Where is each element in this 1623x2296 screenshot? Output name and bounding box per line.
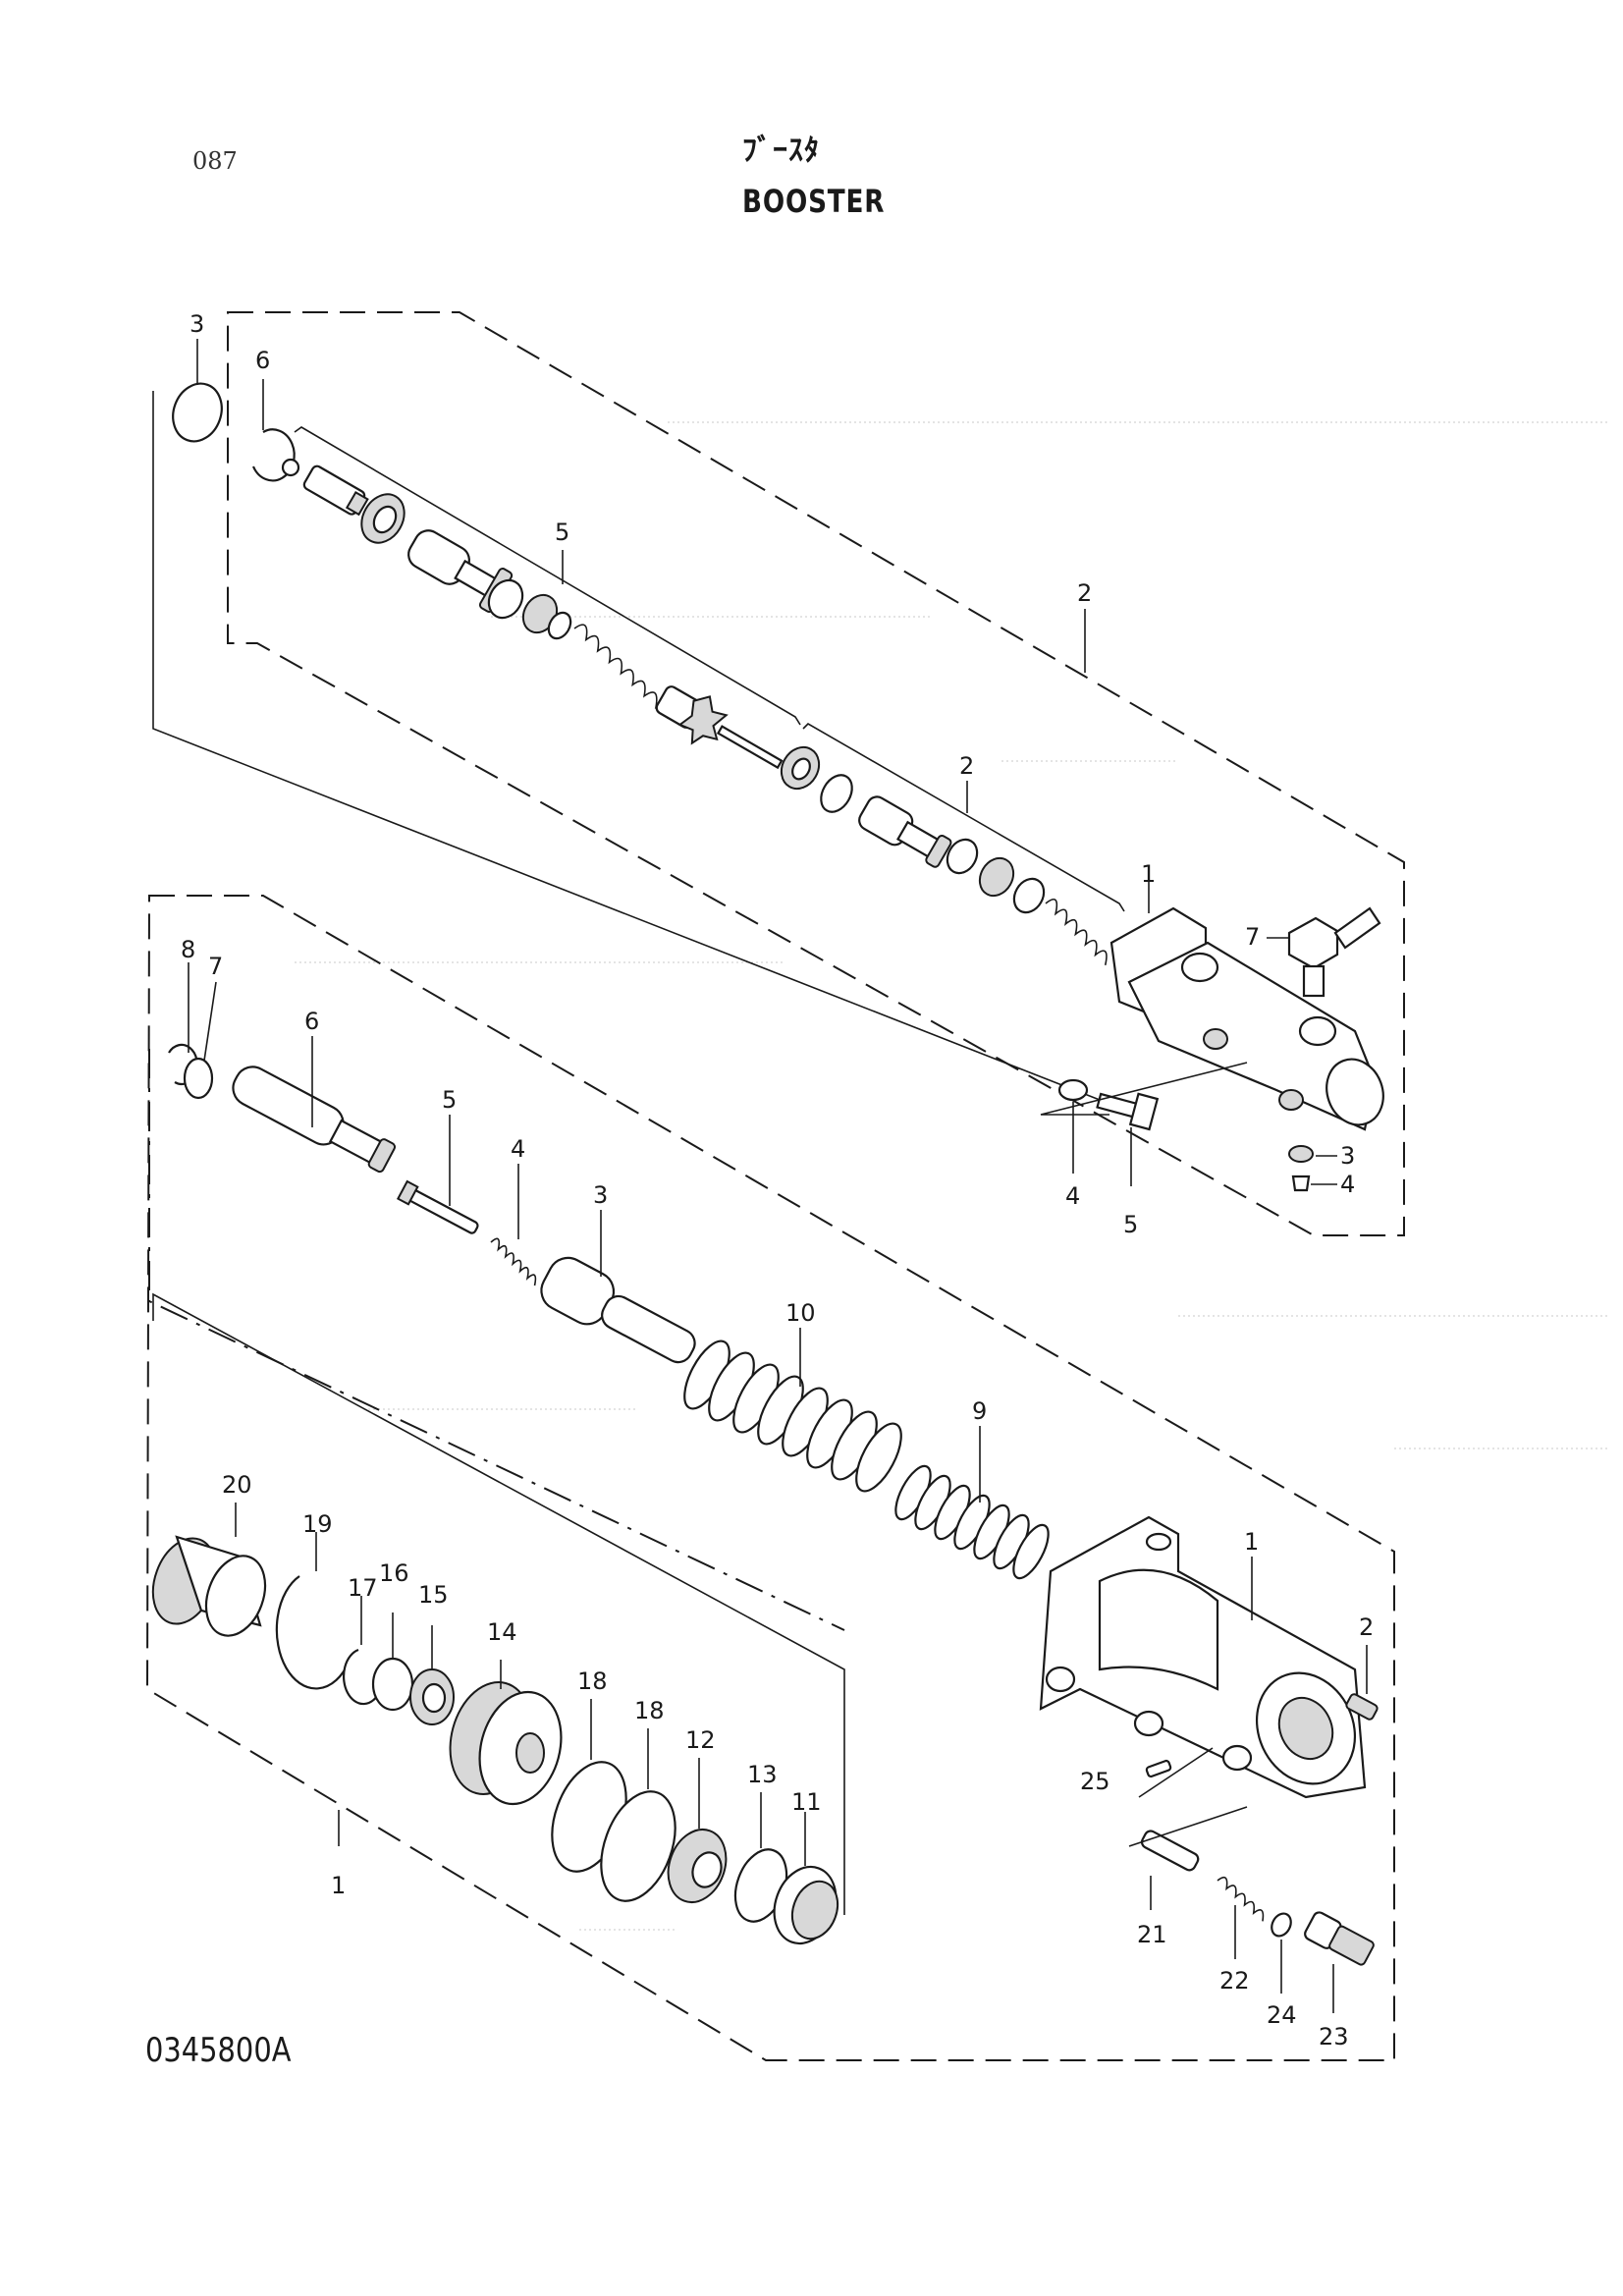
callout-label: 6 [304,1008,319,1035]
plunger-lower [540,1256,696,1364]
spring-22 [1217,1876,1265,1922]
spring-upper [573,624,670,719]
plug-25 [1145,1759,1172,1778]
upper-body [1109,906,1384,1131]
pin [396,1179,479,1234]
callout-label: 16 [379,1559,409,1587]
callout-label: 23 [1319,2023,1349,2050]
ring-lower [183,1057,214,1100]
nut-12 [667,1829,728,1903]
callout-label: 5 [442,1086,457,1114]
piston-14 [449,1681,563,1806]
o-ring [172,382,223,443]
callout-label: 3 [189,310,204,338]
callout-label: 15 [418,1581,449,1609]
callout-label: 7 [1245,923,1260,951]
lower-boundary [145,895,1395,2061]
callout-label: 5 [555,519,569,546]
callouts-upper: 3 6 5 2 2 1 7 3 4 4 5 [189,310,1355,1238]
elbow-fitting [1287,906,1381,998]
upper-boundary [227,311,1405,1236]
callout-label: 6 [255,347,270,374]
callout-label: 12 [685,1726,716,1754]
plunger [302,465,369,517]
ring-11 [773,1865,839,1945]
o-ring-24 [1271,1912,1292,1938]
spring-upper-2 [1045,899,1108,965]
plug-23 [1304,1911,1375,1966]
upper-assembly [152,311,1405,1236]
centerline [148,1049,845,1631]
callout-label: 14 [487,1618,517,1646]
callout-label: 8 [181,936,195,963]
callout-label: 3 [593,1181,608,1209]
leader-25 [1138,1747,1214,1798]
leader-bolt [1040,1062,1248,1116]
callout-label: 1 [1244,1528,1259,1556]
callout-label: 1 [331,1872,346,1899]
plug-lower [1345,1693,1379,1721]
snap-ring-19 [275,1575,351,1690]
callout-label: 10 [785,1299,816,1327]
bracket-2 [802,723,1125,912]
callout-label: 13 [747,1761,778,1788]
callout-label: 24 [1267,2001,1297,2029]
callout-label: 2 [959,752,974,780]
kit-bracket [152,1292,845,1915]
snap-ring-17 [343,1648,382,1706]
leader-ring [152,391,1101,1101]
washer-2 [946,838,979,875]
leader-21 [1128,1806,1248,1847]
bearing-2 [978,856,1015,898]
callout-label: 11 [791,1788,822,1816]
washer [487,578,524,620]
callout-label: 4 [1065,1182,1080,1210]
callout-label: 20 [222,1471,252,1499]
spring-outer [683,1339,902,1493]
callout-label: 18 [634,1697,665,1724]
washer-3 [1288,1145,1314,1163]
callout-label: 22 [1219,1967,1250,1995]
callout-label: 18 [577,1667,608,1695]
callout-label: 19 [302,1510,333,1538]
page-number: 087 [192,147,238,175]
callout-label: 17 [348,1574,378,1602]
spool [858,795,952,868]
callout-label: 9 [972,1397,987,1425]
small-o-ring [281,458,300,477]
callout-label: 7 [208,953,223,980]
callout-label: 4 [1340,1171,1355,1198]
callout-label: 2 [1359,1613,1374,1641]
callout-label: 5 [1123,1211,1138,1238]
title-japanese: ﾌﾞｰｽﾀ [742,134,820,168]
callouts-lower: 8 7 6 5 4 3 10 9 1 2 25 21 22 24 [181,936,1374,2050]
washer-16 [371,1657,414,1712]
callout-label: 3 [1340,1142,1355,1170]
guide [655,685,784,770]
lower-assembly [145,895,1395,2061]
bolt [1096,1092,1160,1131]
callout-label: 25 [1080,1768,1110,1795]
pilot-piston [1140,1830,1200,1872]
spring-inner [894,1464,1050,1580]
title-english: BOOSTER [742,183,886,220]
sleeve [232,1066,397,1174]
callout-label: 1 [1141,860,1156,888]
o-ring-18b [600,1790,676,1902]
boot [151,1535,267,1637]
drawing-code: 0345800A [145,2031,292,2070]
plug-small [1291,1175,1311,1192]
o-ring-2 [820,774,853,813]
callout-label: 2 [1077,579,1092,607]
spring-small [490,1237,537,1286]
callout-label: 4 [511,1135,525,1163]
lower-body [1039,1515,1367,1799]
bracket-5 [294,426,801,726]
callout-label: 21 [1137,1921,1167,1948]
washer-small [1057,1078,1089,1102]
